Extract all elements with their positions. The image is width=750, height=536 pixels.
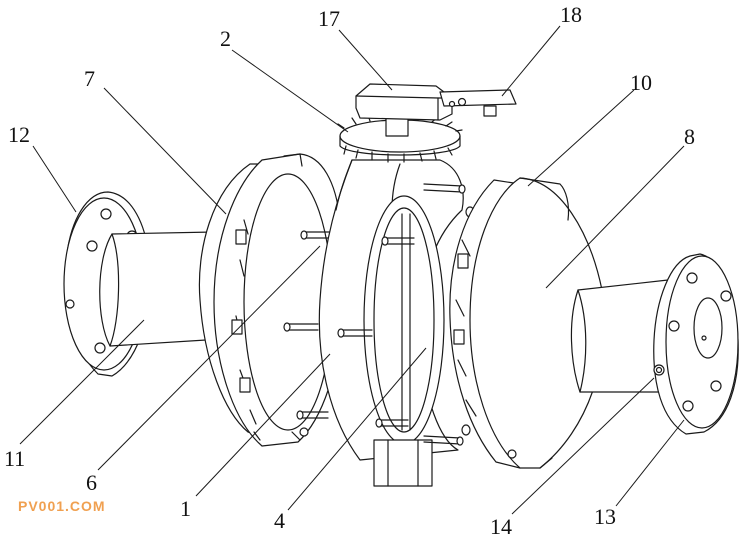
label-18: 18 [560,2,582,27]
handle [355,83,517,121]
label-11: 11 [4,446,25,471]
leader-lines [19,25,685,515]
label-12: 12 [8,122,30,147]
label-10: 10 [630,70,652,95]
right-housing [449,177,605,469]
label-2: 2 [220,26,231,51]
label-1: 1 [180,496,191,521]
right-flange [653,253,739,435]
reference-numerals: 17 18 2 7 10 12 8 11 6 1 4 14 13 [4,2,695,536]
label-14: 14 [490,514,512,536]
label-13: 13 [594,504,616,529]
label-8: 8 [684,124,695,149]
label-6: 6 [86,470,97,495]
label-17: 17 [318,6,340,31]
central-body [318,159,464,487]
label-4: 4 [274,508,285,533]
left-bolts [283,230,333,420]
watermark: PV001.COM [18,498,106,514]
label-7: 7 [84,66,95,91]
